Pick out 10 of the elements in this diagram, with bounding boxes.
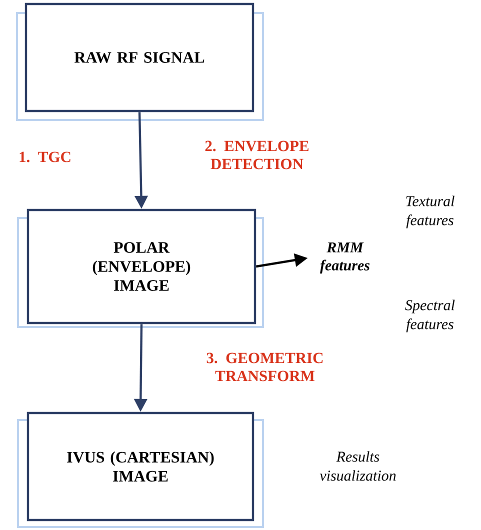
process-box: POLAR (ENVELOPE) IMAGE: [17, 208, 264, 328]
note-label: Results visualization: [320, 451, 396, 481]
step-label: 1. TGC: [20, 152, 70, 162]
note-label: Spectral features: [405, 300, 455, 332]
process-box: IVUS (CARTESIAN) IMAGE: [17, 412, 264, 528]
step-label: 3. GEOMETRIC TRANSFORM: [206, 352, 323, 382]
output-label: RMM features: [320, 242, 370, 274]
note-label: Textural features: [406, 196, 454, 228]
step-label: 2. ENVELOPE DETECTION: [205, 140, 308, 170]
process-box: RAW RF SIGNAL: [16, 2, 264, 121]
